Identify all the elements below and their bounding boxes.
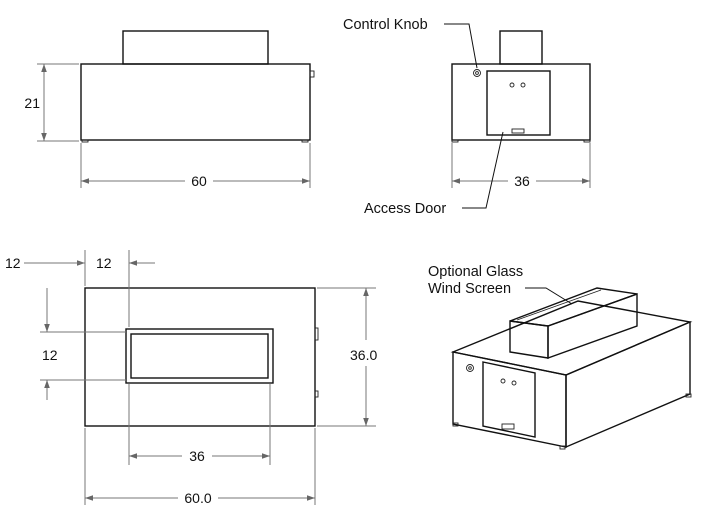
top-body (84, 287, 316, 427)
top-view: 12 12 12 36.0 36 60.0 (5, 250, 377, 506)
access-door-leader (462, 131, 504, 209)
glass-callout-leader (525, 287, 573, 305)
control-knob-leader (444, 23, 478, 69)
iso-side-face (565, 320, 691, 449)
front-height-label: 21 (24, 95, 40, 111)
front-foot-left (81, 139, 89, 143)
side-body (451, 63, 591, 141)
iso-access-door (482, 361, 536, 438)
side-door-hole-right (520, 82, 526, 88)
control-knob-callout: Control Knob (343, 17, 428, 33)
front-view: 21 60 (24, 30, 315, 189)
glass-callout-line2: Wind Screen (428, 281, 511, 297)
top-depth-label: 36.0 (350, 347, 377, 363)
isometric-view: Optional Glass Wind Screen (428, 264, 693, 450)
top-offset-right-label: 12 (96, 255, 112, 271)
side-view: 36 Control Knob Access Door (343, 17, 591, 217)
iso-front-face (452, 351, 567, 448)
iso-screen-side (547, 293, 638, 359)
front-foot-right (301, 139, 309, 143)
front-knob-stub (309, 70, 315, 78)
front-body (80, 63, 311, 141)
iso-top-face (450, 300, 693, 376)
side-door-vent (511, 128, 525, 134)
access-door-callout: Access Door (364, 201, 446, 217)
side-width-label: 36 (514, 173, 530, 189)
top-burner-inner (130, 333, 269, 379)
front-width-label: 60 (191, 173, 207, 189)
glass-callout-line1: Optional Glass (428, 264, 523, 280)
top-offset-vertical-label: 12 (42, 347, 58, 363)
control-knob (473, 69, 481, 77)
top-width-label: 60.0 (184, 490, 211, 506)
iso-control-knob (466, 364, 474, 372)
top-burner-width-label: 36 (189, 448, 205, 464)
top-offset-left-label: 12 (5, 255, 21, 271)
side-wind-screen (499, 30, 543, 65)
side-door-hole-left (509, 82, 515, 88)
front-wind-screen (122, 30, 269, 65)
top-burner-outer (125, 328, 274, 384)
side-access-door (486, 70, 551, 136)
